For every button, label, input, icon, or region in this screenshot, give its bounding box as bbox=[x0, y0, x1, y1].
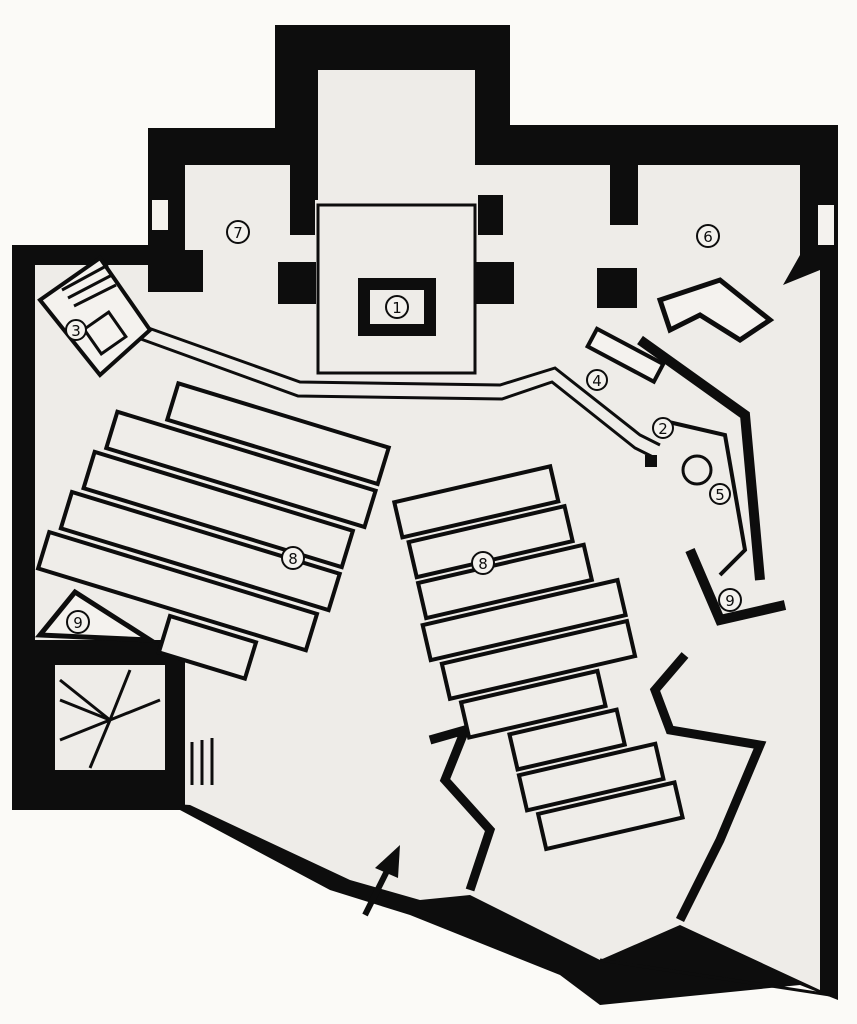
communion-rail bbox=[139, 323, 661, 447]
pew bbox=[156, 613, 259, 682]
communion-rail bbox=[137, 336, 656, 460]
organ bbox=[584, 326, 666, 385]
pew bbox=[507, 707, 628, 772]
svg-text:8: 8 bbox=[478, 555, 488, 573]
small-room-wall bbox=[685, 548, 787, 626]
pew bbox=[164, 380, 392, 487]
window bbox=[818, 205, 834, 245]
pulpit-stairs bbox=[61, 263, 117, 308]
pulpit-box bbox=[82, 310, 128, 356]
pew bbox=[58, 489, 343, 613]
pew bbox=[406, 503, 576, 580]
pier bbox=[278, 262, 316, 304]
svg-text:1: 1 bbox=[392, 299, 402, 317]
label-9-right: 9 bbox=[718, 588, 742, 612]
label-5: 5 bbox=[709, 483, 731, 505]
pier bbox=[148, 250, 203, 292]
label-6: 6 bbox=[696, 224, 720, 248]
pew bbox=[458, 668, 608, 740]
pew bbox=[516, 741, 666, 813]
pew bbox=[535, 780, 686, 852]
label-8-left: 8 bbox=[281, 546, 305, 570]
pew bbox=[391, 463, 561, 540]
pew bbox=[81, 449, 356, 570]
font-area bbox=[659, 418, 748, 577]
entrance-arrow-icon bbox=[362, 845, 400, 917]
pew bbox=[415, 542, 595, 621]
svg-text:8: 8 bbox=[288, 550, 298, 568]
svg-text:9: 9 bbox=[73, 614, 83, 632]
svg-text:6: 6 bbox=[703, 228, 713, 246]
label-1: 1 bbox=[385, 295, 409, 319]
pier bbox=[597, 268, 637, 308]
pews-left bbox=[35, 380, 392, 682]
pier bbox=[610, 165, 638, 225]
inner-wall bbox=[637, 335, 765, 581]
pew bbox=[35, 529, 320, 653]
entry-stairs bbox=[180, 738, 214, 785]
vestibule-wall bbox=[428, 723, 496, 892]
outer-line bbox=[599, 958, 831, 997]
svg-text:4: 4 bbox=[592, 372, 602, 390]
pier bbox=[290, 195, 315, 235]
baptismal-font bbox=[681, 454, 713, 486]
svg-text:9: 9 bbox=[725, 592, 735, 610]
svg-text:5: 5 bbox=[715, 486, 725, 504]
label-9-left: 9 bbox=[66, 610, 90, 634]
pier bbox=[478, 195, 503, 235]
pew bbox=[420, 577, 629, 663]
room-left bbox=[34, 588, 160, 643]
label-7: 7 bbox=[226, 220, 250, 244]
stairs bbox=[656, 277, 775, 343]
pew bbox=[103, 409, 379, 530]
label-4: 4 bbox=[586, 369, 608, 391]
spiral-stairs bbox=[59, 669, 161, 769]
svg-text:7: 7 bbox=[233, 224, 243, 242]
pew bbox=[439, 618, 638, 702]
rail-gate bbox=[645, 455, 657, 467]
right-porch-wall bbox=[649, 652, 767, 923]
svg-text:3: 3 bbox=[71, 322, 81, 340]
label-8-right: 8 bbox=[471, 551, 495, 575]
label-3: 3 bbox=[65, 319, 87, 341]
window bbox=[152, 200, 168, 230]
pews-right bbox=[391, 463, 686, 852]
chancel bbox=[316, 203, 477, 375]
svg-text:2: 2 bbox=[658, 420, 668, 438]
label-2: 2 bbox=[652, 417, 674, 439]
pier bbox=[476, 262, 514, 304]
